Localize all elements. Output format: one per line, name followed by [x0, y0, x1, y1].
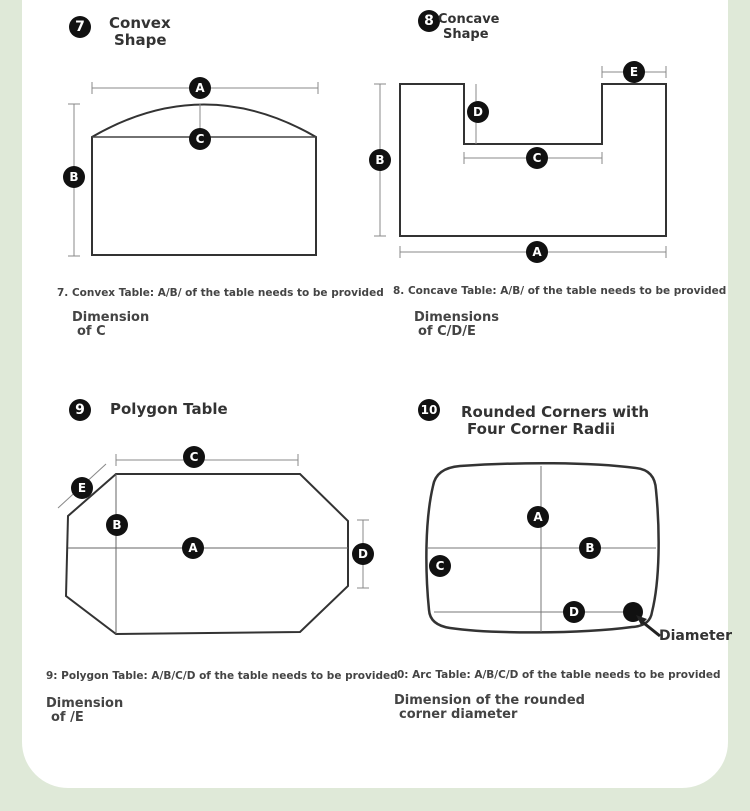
diameter-callout: Diameter	[659, 628, 733, 644]
section-number-10: 10	[418, 399, 440, 421]
rounded-dimension-line1: Dimension of the rounded	[394, 693, 585, 708]
convex-label-a: A	[189, 77, 211, 99]
polygon-dimension-line1: Dimension	[46, 696, 124, 711]
polygon-label-d: D	[352, 543, 374, 565]
concave-label-c: C	[526, 147, 548, 169]
rounded-label-c: C	[429, 555, 451, 577]
polygon-title: Polygon Table	[110, 400, 228, 418]
polygon-diagram	[57, 454, 369, 636]
concave-label-d: D	[467, 101, 489, 123]
convex-label-b: B	[63, 166, 85, 188]
convex-title-line1: Convex	[109, 14, 171, 32]
rounded-diagram	[425, 461, 661, 638]
polygon-label-e: E	[71, 477, 93, 499]
polygon-label-b: B	[106, 514, 128, 536]
rounded-label-a: A	[527, 506, 549, 528]
polygon-dimension-line2: of /E	[51, 710, 84, 725]
polygon-table-outline	[64, 473, 349, 636]
convex-diagram	[68, 82, 319, 257]
rounded-title-line1: Rounded Corners with	[461, 403, 650, 421]
rounded-label-b: B	[579, 537, 601, 559]
content-card	[22, 0, 728, 788]
convex-dimension-line2: of C	[77, 324, 106, 339]
concave-label-e: E	[623, 61, 645, 83]
concave-table-outline	[399, 83, 667, 237]
polygon-label-c: C	[183, 446, 205, 468]
rounded-title-line2: Four Corner Radii	[467, 420, 616, 438]
section-number-7: 7	[69, 16, 91, 38]
rounded-table-outline	[425, 461, 660, 634]
concave-diagram	[374, 66, 667, 258]
concave-dimension-line2: of C/D/E	[418, 324, 476, 339]
concave-label-b: B	[369, 149, 391, 171]
concave-title-line2: Shape	[443, 27, 489, 42]
convex-table-outline	[91, 103, 317, 256]
convex-caption: 7. Convex Table: A/B/ of the table needs…	[57, 287, 384, 299]
concave-caption: 8. Concave Table: A/B/ of the table need…	[393, 285, 727, 297]
section-number-9: 9	[69, 399, 91, 421]
polygon-caption: 9: Polygon Table: A/B/C/D of the table n…	[46, 670, 398, 682]
convex-dimension-line1: Dimension	[72, 310, 150, 325]
concave-title-line1: Concave	[438, 12, 500, 27]
concave-label-a: A	[526, 241, 548, 263]
section-number-8: 8	[418, 10, 440, 32]
rounded-dimension-line2: corner diameter	[399, 707, 518, 722]
polygon-label-a: A	[182, 537, 204, 559]
rounded-caption: 0: Arc Table: A/B/C/D of the table needs…	[397, 669, 721, 681]
concave-dimension-line1: Dimensions	[414, 310, 499, 325]
rounded-label-d: D	[563, 601, 585, 623]
convex-label-c: C	[189, 128, 211, 150]
convex-title-line2: Shape	[114, 31, 167, 49]
